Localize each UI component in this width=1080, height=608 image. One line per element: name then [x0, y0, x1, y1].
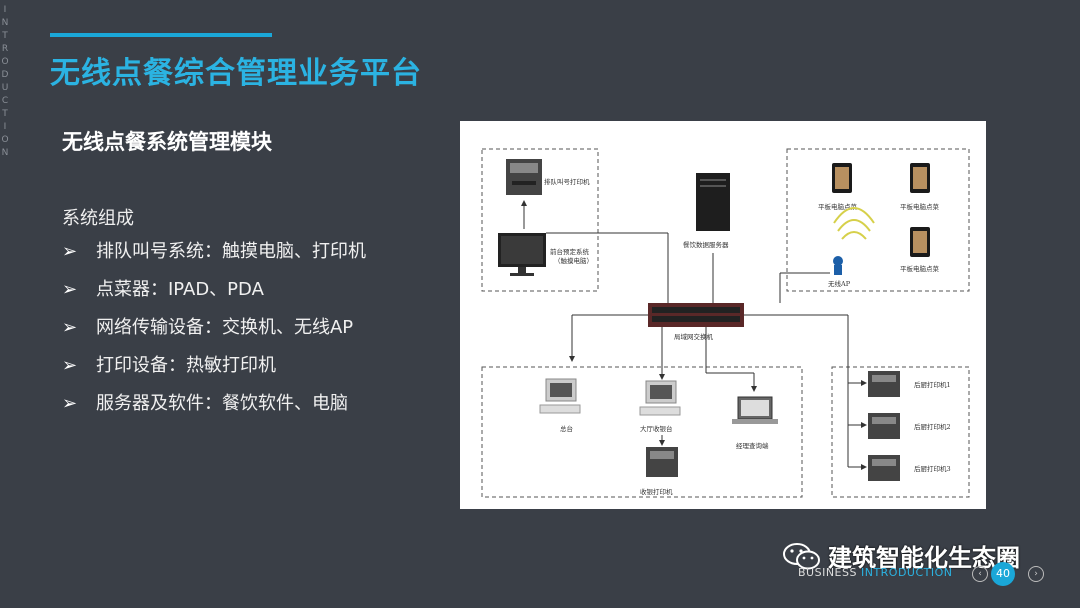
- server-label: 餐饮数据服务器: [683, 240, 729, 249]
- cashier-printer-label: 收银打印机: [640, 487, 673, 496]
- previous-page-icon[interactable]: ‹: [972, 566, 988, 582]
- desktop-computer-icon: [640, 381, 680, 415]
- tablet-icon: [910, 163, 930, 193]
- printer-icon: [868, 413, 900, 439]
- list-heading: 系统组成: [62, 204, 134, 230]
- kitchen-printer-label-3: 后厨打印机3: [914, 464, 951, 473]
- component-list: ➢排队叫号系统：触摸电脑、打印机 ➢点菜器：IPAD、PDA ➢网络传输设备：交…: [62, 238, 366, 428]
- printer-icon: [506, 159, 542, 195]
- kitchen-printer-label-1: 后厨打印机1: [914, 380, 951, 389]
- network-diagram-svg: 排队叫号打印机 前台预定系统 （触摸电脑） 餐饮数据服务器 平板电脑点菜 平板电…: [460, 121, 986, 509]
- printer-icon: [868, 455, 900, 481]
- list-item-text: 点菜器：IPAD、PDA: [96, 276, 264, 314]
- slide-title: 无线点餐综合管理业务平台: [50, 48, 422, 92]
- page-number-badge: 40: [991, 562, 1015, 586]
- list-item-text: 网络传输设备：交换机、无线AP: [96, 314, 353, 352]
- wireless-ap-icon: [833, 208, 874, 275]
- manager-terminal-label: 经理查询端: [736, 441, 769, 450]
- tablet-icon: [832, 163, 852, 193]
- monitor-icon: [498, 233, 546, 276]
- footer-introduction: INTRODUCTION: [861, 566, 953, 579]
- list-item: ➢打印设备：热敏打印机: [62, 352, 366, 390]
- arrow-bullet-icon: ➢: [62, 314, 96, 352]
- tablet-label-3: 平板电脑点菜: [900, 264, 940, 273]
- desktop-computer-icon: [540, 379, 580, 413]
- tablet-label-1: 平板电脑点菜: [818, 202, 858, 211]
- footer-caption: BUSINESS INTRODUCTION: [798, 566, 953, 579]
- network-switch-icon: [648, 303, 744, 327]
- front-desk-label: 总台: [560, 424, 573, 433]
- queue-printer-label: 排队叫号打印机: [544, 177, 590, 186]
- tablet-label-2: 平板电脑点菜: [900, 202, 940, 211]
- arrow-bullet-icon: ➢: [62, 390, 96, 428]
- front-system-sublabel: （触摸电脑）: [554, 256, 593, 265]
- arrow-bullet-icon: ➢: [62, 276, 96, 314]
- next-page-icon[interactable]: ›: [1028, 566, 1044, 582]
- page-nav: ‹ 40 ›: [970, 562, 1046, 586]
- front-system-label: 前台预定系统: [550, 247, 590, 256]
- laptop-icon: [732, 397, 778, 424]
- section-subtitle: 无线点餐系统管理模块: [62, 126, 272, 156]
- printer-icon: [868, 371, 900, 397]
- arrow-bullet-icon: ➢: [62, 238, 96, 276]
- hall-cashier-label: 大厅收银台: [640, 424, 673, 433]
- list-item: ➢网络传输设备：交换机、无线AP: [62, 314, 366, 352]
- kitchen-printer-label-2: 后厨打印机2: [914, 422, 951, 431]
- printer-icon: [646, 447, 678, 477]
- switch-label: 局域网交换机: [674, 332, 714, 341]
- list-item: ➢服务器及软件：餐饮软件、电脑: [62, 390, 366, 428]
- list-item: ➢排队叫号系统：触摸电脑、打印机: [62, 238, 366, 276]
- footer-business: BUSINESS: [798, 566, 861, 579]
- server-icon: [696, 173, 730, 231]
- list-item-text: 服务器及软件：餐饮软件、电脑: [96, 390, 348, 428]
- wireless-group-box: [787, 149, 969, 291]
- wireless-ap-label: 无线AP: [828, 279, 851, 288]
- title-accent-line: [50, 33, 272, 37]
- list-item: ➢点菜器：IPAD、PDA: [62, 276, 366, 314]
- list-item-text: 排队叫号系统：触摸电脑、打印机: [96, 238, 366, 276]
- network-diagram: 排队叫号打印机 前台预定系统 （触摸电脑） 餐饮数据服务器 平板电脑点菜 平板电…: [460, 121, 986, 509]
- side-vertical-text: I N T R O D U C T I O N: [0, 4, 10, 160]
- tablet-icon: [910, 227, 930, 257]
- list-item-text: 打印设备：热敏打印机: [96, 352, 276, 390]
- arrow-bullet-icon: ➢: [62, 352, 96, 390]
